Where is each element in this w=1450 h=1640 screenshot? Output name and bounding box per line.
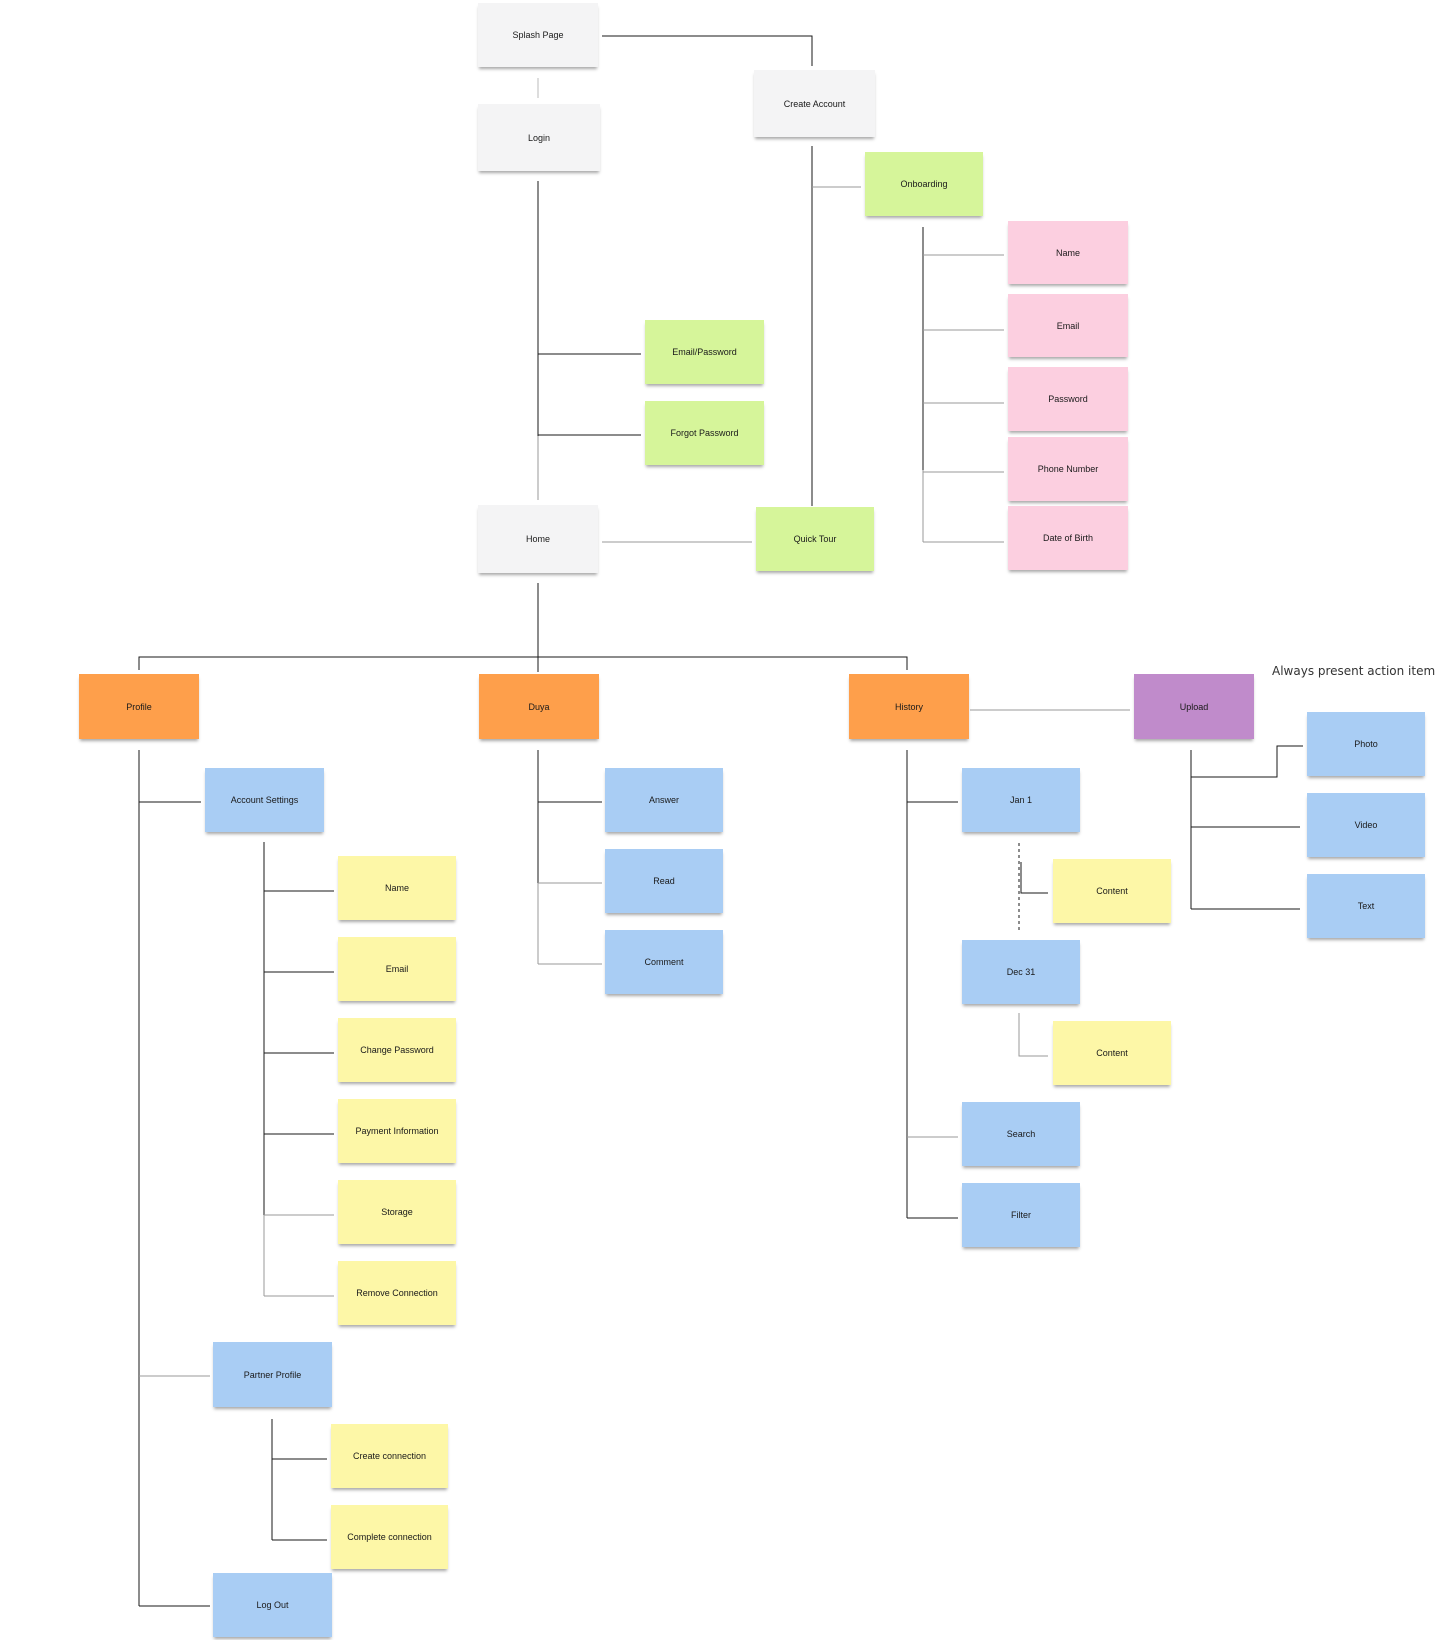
- node-filter[interactable]: Filter: [962, 1183, 1080, 1247]
- node-comment[interactable]: Comment: [605, 930, 723, 994]
- node-label: Remove Connection: [356, 1288, 438, 1298]
- node-complete-connection[interactable]: Complete connection: [331, 1505, 448, 1569]
- node-onboarding-date-of-birth[interactable]: Date of Birth: [1008, 506, 1128, 570]
- node-create-connection[interactable]: Create connection: [331, 1424, 448, 1488]
- node-label: Name: [384, 883, 409, 893]
- node-splash-page[interactable]: Splash Page: [478, 3, 598, 67]
- node-duya[interactable]: Duya: [479, 674, 599, 739]
- node-label: Splash Page: [512, 30, 564, 40]
- node-label: History: [894, 701, 923, 712]
- node-history[interactable]: History: [849, 674, 969, 739]
- node-label: Video: [1354, 820, 1378, 830]
- node-read[interactable]: Read: [605, 849, 723, 913]
- node-label: Onboarding: [900, 179, 948, 189]
- node-onboarding-email[interactable]: Email: [1008, 294, 1128, 357]
- connector-content2: [1018, 1013, 1048, 1057]
- node-label: Home: [525, 534, 550, 544]
- node-photo[interactable]: Photo: [1307, 712, 1425, 776]
- node-label: Duya: [528, 701, 550, 712]
- node-content-dec-31[interactable]: Content: [1053, 1021, 1171, 1085]
- node-label: Name: [1055, 247, 1080, 258]
- node-label: Create Account: [783, 98, 846, 109]
- node-label: Search: [1006, 1129, 1036, 1139]
- connector-sections-bar: [138, 656, 908, 670]
- node-label: Comment: [644, 957, 684, 967]
- node-label: Email: [1056, 320, 1080, 331]
- node-label: Login: [527, 132, 551, 143]
- node-storage[interactable]: Storage: [338, 1180, 456, 1244]
- node-account-name[interactable]: Name: [338, 856, 456, 920]
- node-label: Text: [1357, 901, 1375, 911]
- node-email-password[interactable]: Email/Password: [645, 320, 764, 384]
- connector-splash-create: [602, 35, 813, 66]
- node-label: Dec 31: [1006, 967, 1036, 977]
- node-payment-information[interactable]: Payment Information: [338, 1099, 456, 1163]
- node-label: Change Password: [360, 1045, 434, 1055]
- node-jan-1[interactable]: Jan 1: [962, 768, 1080, 832]
- node-label: Read: [653, 876, 675, 886]
- node-label: Profile: [126, 701, 152, 712]
- node-partner-profile[interactable]: Partner Profile: [213, 1342, 332, 1407]
- node-label: Photo: [1354, 739, 1378, 749]
- node-label: Email: [385, 964, 409, 974]
- node-content-jan-1[interactable]: Content: [1053, 859, 1171, 923]
- node-quick-tour[interactable]: Quick Tour: [756, 507, 874, 571]
- node-search[interactable]: Search: [962, 1102, 1080, 1166]
- node-change-password[interactable]: Change Password: [338, 1018, 456, 1082]
- node-label: Log Out: [256, 1600, 289, 1610]
- node-label: Quick Tour: [793, 534, 837, 544]
- node-label: Answer: [648, 795, 679, 805]
- node-text[interactable]: Text: [1307, 874, 1425, 938]
- node-dec-31[interactable]: Dec 31: [962, 940, 1080, 1004]
- node-label: Account Settings: [230, 795, 299, 805]
- node-account-email[interactable]: Email: [338, 937, 456, 1001]
- node-label: Upload: [1179, 701, 1209, 712]
- node-video[interactable]: Video: [1307, 793, 1425, 857]
- node-create-account[interactable]: Create Account: [754, 70, 875, 137]
- node-label: Date of Birth: [1042, 533, 1094, 543]
- node-label: Password: [1048, 394, 1088, 404]
- node-label: Content: [1096, 1048, 1128, 1058]
- node-home[interactable]: Home: [478, 505, 598, 573]
- node-onboarding-name[interactable]: Name: [1008, 221, 1128, 284]
- connector-photo: [1191, 745, 1303, 778]
- node-label: Jan 1: [1009, 795, 1033, 805]
- annotation-always-present: Always present action item: [1272, 664, 1436, 678]
- node-label: Partner Profile: [243, 1369, 302, 1380]
- node-label: Create connection: [352, 1451, 427, 1461]
- node-label: Phone Number: [1037, 464, 1099, 474]
- node-label: Storage: [381, 1207, 413, 1217]
- node-onboarding-password[interactable]: Password: [1008, 367, 1128, 431]
- node-label: Content: [1096, 886, 1128, 896]
- node-answer[interactable]: Answer: [605, 768, 723, 832]
- node-upload[interactable]: Upload: [1134, 674, 1254, 739]
- node-account-settings[interactable]: Account Settings: [205, 768, 324, 832]
- node-log-out[interactable]: Log Out: [213, 1573, 332, 1637]
- node-label: Filter: [1011, 1210, 1031, 1220]
- node-label: Forgot Password: [670, 428, 739, 438]
- node-label: Complete connection: [347, 1532, 432, 1542]
- node-login[interactable]: Login: [478, 104, 600, 171]
- node-label: Payment Information: [355, 1126, 439, 1136]
- node-forgot-password[interactable]: Forgot Password: [645, 401, 764, 465]
- node-label: Email/Password: [672, 347, 737, 357]
- node-onboarding[interactable]: Onboarding: [865, 152, 983, 216]
- node-onboarding-phone-number[interactable]: Phone Number: [1008, 437, 1128, 501]
- connector-content1: [1020, 862, 1048, 894]
- node-profile[interactable]: Profile: [79, 674, 199, 739]
- node-remove-connection[interactable]: Remove Connection: [338, 1261, 456, 1325]
